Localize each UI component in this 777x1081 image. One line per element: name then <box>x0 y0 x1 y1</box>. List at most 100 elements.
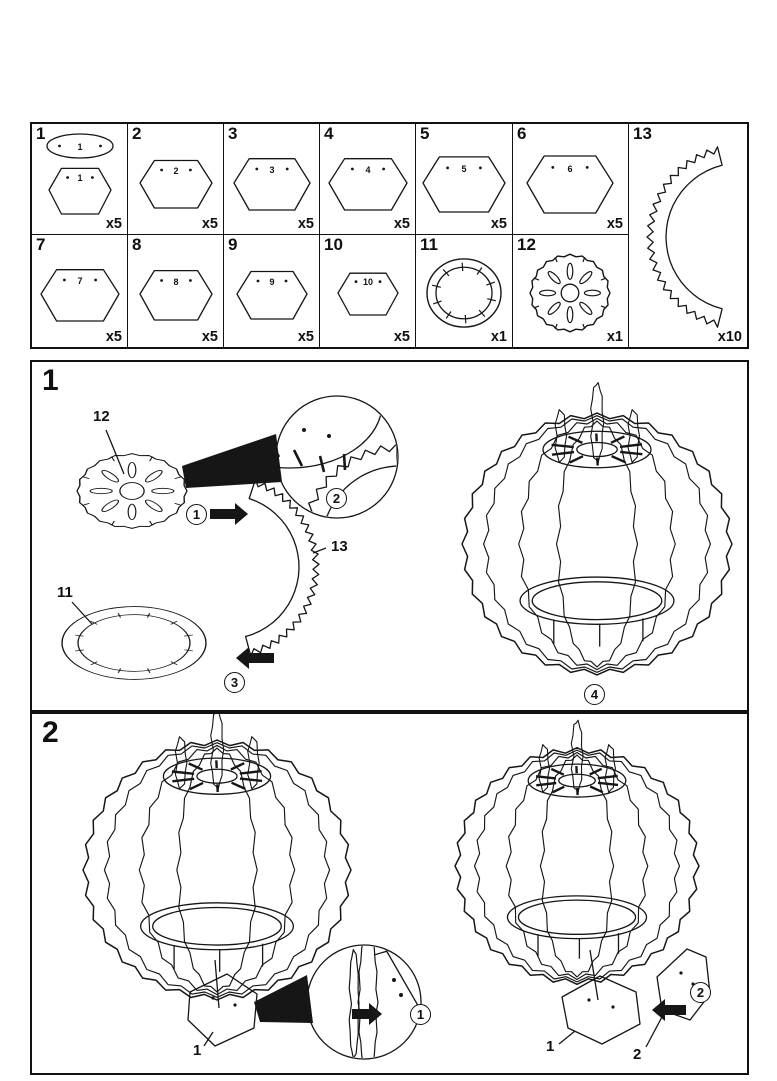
piece-printed-number: 5 <box>461 164 466 174</box>
step2-badge-1: 1 <box>410 1004 431 1025</box>
zoom-detail-circle <box>275 395 399 519</box>
part-cell-7: 7 7 x5 <box>32 235 128 347</box>
callout-line-12 <box>105 429 125 475</box>
rib-edge-detail <box>348 949 360 1058</box>
assembled-frame <box>461 382 733 676</box>
callout-line-13 <box>312 547 327 554</box>
slotted-disc-outline <box>529 253 611 333</box>
callout-line-11 <box>71 601 93 625</box>
right-piece-label-1: 1 <box>545 1038 556 1055</box>
part-cell-4: 4 4 x5 <box>320 124 416 235</box>
part-cell-10: 10 10 x5 <box>320 235 416 347</box>
right-piece-label-2: 2 <box>632 1046 643 1063</box>
step-1-section: 1 12 1 <box>30 360 749 712</box>
part-cell-3: 3 3 x5 <box>224 124 320 235</box>
piece-printed-number: 1 <box>77 173 82 183</box>
part-qty: x5 <box>490 216 507 232</box>
step-2-number: 2 <box>42 716 59 749</box>
piece-printed-number: 6 <box>567 164 572 174</box>
part-qty: x5 <box>105 329 122 345</box>
zoom-detail-content <box>348 946 420 1058</box>
part-qty: x5 <box>393 329 410 345</box>
left-rib-stem <box>214 959 220 1009</box>
part-number: 5 <box>420 124 430 143</box>
assembled-frame-right <box>454 719 700 986</box>
hexagon-piece-outline <box>337 272 399 316</box>
insert-arrow-step2-2 <box>652 999 686 1021</box>
step1-badge-1: 1 <box>186 504 207 525</box>
part-cell-6: 6 6 x5 <box>513 124 629 235</box>
hexagon-piece-outline <box>40 269 120 322</box>
part-number: 3 <box>228 124 238 143</box>
piece-dot <box>679 971 683 975</box>
part-11-ring <box>61 606 207 680</box>
callout-line-left-1 <box>203 1031 214 1047</box>
left-hexagon-piece-1 <box>187 973 258 1047</box>
part-number: 7 <box>36 235 46 254</box>
piece-printed-number: 1 <box>77 142 82 152</box>
part-9-drawing: 9 <box>236 270 308 320</box>
part-number: 4 <box>324 124 334 143</box>
part-qty: x5 <box>201 329 218 345</box>
part-cell-9: 9 9 x5 <box>224 235 320 347</box>
step1-badge-4: 4 <box>584 684 605 705</box>
step-2-section: 2 <box>30 712 749 1075</box>
piece-printed-number: 2 <box>173 166 178 176</box>
serrated-rib-outline <box>646 146 723 328</box>
ring-piece-outline <box>426 258 502 328</box>
part-cell-8: 8 8 x5 <box>128 235 224 347</box>
callout-part12-label: 12 <box>92 408 111 425</box>
callout-line-right-2 <box>645 1014 664 1048</box>
part-number: 13 <box>633 124 652 143</box>
hexagon-piece-outline <box>526 155 614 214</box>
piece-dot <box>233 1003 237 1007</box>
part-1-drawing: 1 1 <box>46 133 114 215</box>
step1-badge-3: 3 <box>224 672 245 693</box>
piece-printed-number: 9 <box>269 277 274 287</box>
part-qty: x5 <box>201 216 218 232</box>
part-cell-12: 12 x1 <box>513 235 629 347</box>
insert-arrow-step1-1 <box>210 503 248 525</box>
part-number: 1 <box>36 124 46 143</box>
insert-arrow-step1-3 <box>236 647 274 669</box>
piece-dot <box>211 996 215 1000</box>
part-2-drawing: 2 <box>139 159 213 209</box>
part-qty: x5 <box>105 216 122 232</box>
piece-printed-number: 3 <box>269 165 274 175</box>
part-qty: x5 <box>393 216 410 232</box>
right-rib-stem <box>589 949 599 1001</box>
part-6-drawing: 6 <box>526 155 614 214</box>
oval-piece-outline <box>46 133 114 159</box>
hexagon-piece-outline <box>328 158 408 211</box>
parts-grid: 1 1 1 x5 2 2 x5 3 3 x5 <box>30 122 749 349</box>
hexagon-piece-outline <box>233 158 311 211</box>
hexagon-piece-outline <box>422 156 506 213</box>
part-cell-11: 11 x1 <box>416 235 513 347</box>
part-qty: x1 <box>606 329 623 345</box>
zoom-callout-wedge <box>182 434 282 488</box>
part-number: 11 <box>420 235 438 254</box>
zoom-detail-circle <box>306 944 422 1060</box>
piece-dot <box>611 1005 615 1009</box>
part-5-drawing: 5 <box>422 156 506 213</box>
left-piece-label-1: 1 <box>192 1042 203 1059</box>
rib-tooth-detail <box>302 443 397 517</box>
part-10-drawing: 10 <box>337 272 399 316</box>
part-number: 10 <box>324 235 343 254</box>
hexagon-piece-outline <box>236 270 308 320</box>
part-13-drawing <box>646 146 723 328</box>
part-number: 9 <box>228 235 238 254</box>
part-8-drawing: 8 <box>139 269 213 321</box>
part-number: 8 <box>132 235 142 254</box>
piece-printed-number: 4 <box>365 165 370 175</box>
zoom-callout-wedge <box>254 975 313 1023</box>
piece-dot <box>587 998 591 1002</box>
part-qty: x1 <box>490 329 507 345</box>
part-cell-2: 2 2 x5 <box>128 124 224 235</box>
part-number: 12 <box>517 235 536 254</box>
insert-arrow-zoom <box>352 1003 382 1025</box>
zoom-detail-content <box>277 397 397 517</box>
hexagon-piece-outline <box>139 269 213 321</box>
callout-line-right-1 <box>558 1030 576 1045</box>
